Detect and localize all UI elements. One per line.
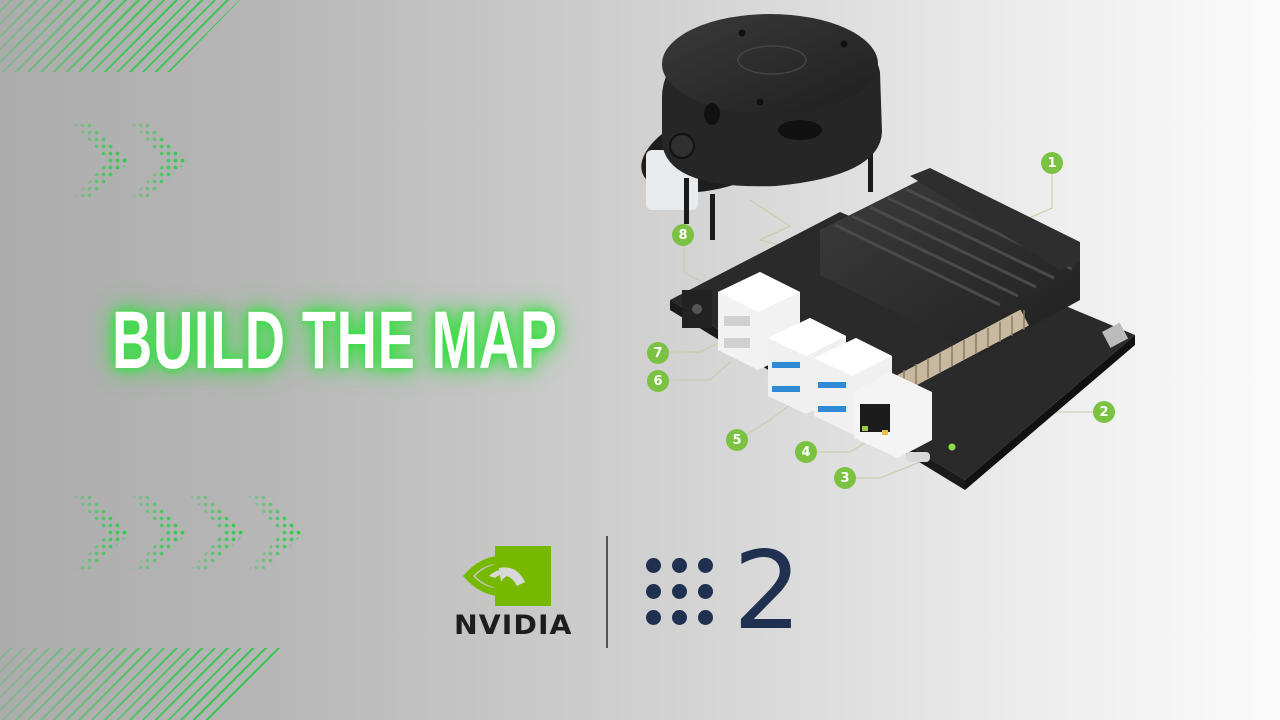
callout-number: 7 (653, 345, 663, 361)
chevron-right-icon (72, 494, 130, 572)
ros2-number: 2 (733, 529, 802, 654)
callout-number: 4 (801, 444, 811, 460)
callout-number: 5 (732, 432, 742, 448)
chevron-right-icon (72, 122, 130, 200)
callout-badge-3: 3 (834, 467, 856, 489)
callout-number: 1 (1047, 155, 1057, 171)
callout-badge-6: 6 (647, 370, 669, 392)
nine-dot-grid-icon (640, 552, 718, 630)
chevron-right-icon (130, 122, 188, 200)
callout-number: 8 (678, 227, 688, 243)
chevron-group-bottom (72, 494, 304, 572)
logo-divider (606, 536, 608, 648)
chevron-group-top (72, 122, 188, 200)
callout-number: 6 (653, 373, 663, 389)
callout-badge-1: 1 (1041, 152, 1063, 174)
callout-badge-8: 8 (672, 224, 694, 246)
chevron-right-icon (246, 494, 304, 572)
callout-badge-5: 5 (726, 429, 748, 451)
nvidia-wordmark: NVIDIA (454, 610, 573, 641)
chevron-right-icon (188, 494, 246, 572)
nvidia-eye-icon (463, 546, 551, 606)
chevron-right-icon (130, 494, 188, 572)
callout-number: 3 (840, 470, 850, 486)
callout-badge-7: 7 (647, 342, 669, 364)
jetson-lidar-illustration (641, 14, 1135, 490)
page-title: BUILD THE MAP (112, 295, 558, 386)
callout-badge-2: 2 (1093, 401, 1115, 423)
callout-badge-4: 4 (795, 441, 817, 463)
diagonal-stripes-bottom (0, 648, 285, 720)
callout-number: 2 (1099, 404, 1109, 420)
diagonal-stripes-top (0, 0, 240, 72)
